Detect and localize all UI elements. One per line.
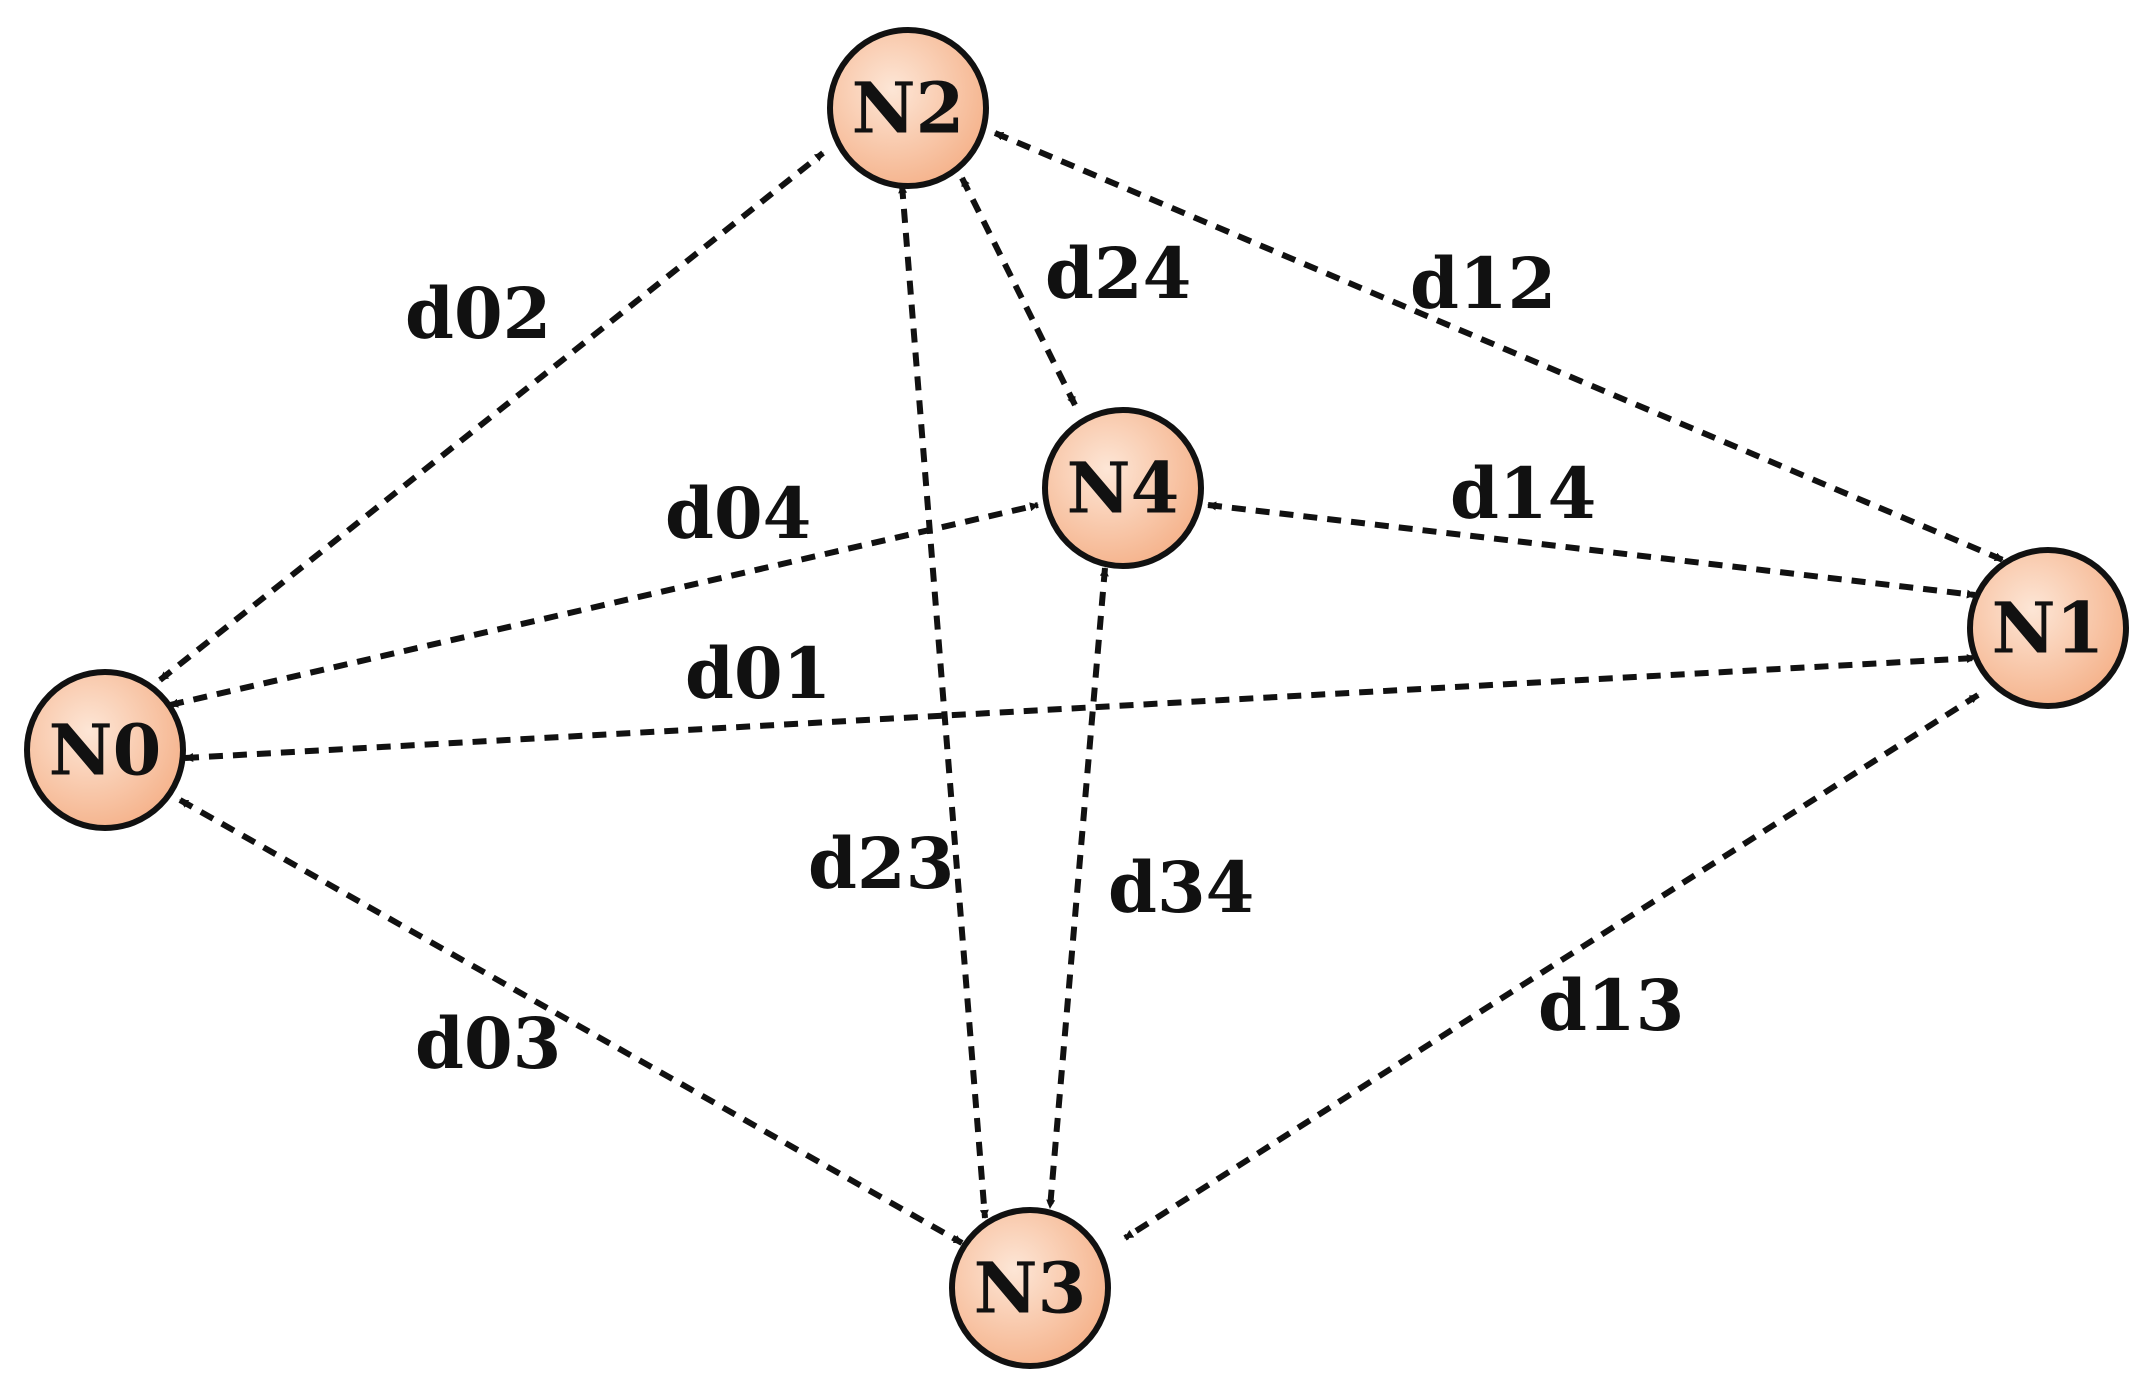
edge-label-d23: d23 xyxy=(808,822,954,905)
edge-d01 xyxy=(184,653,1976,763)
edge-d03 xyxy=(178,797,964,1246)
edge-d02 xyxy=(158,150,825,683)
node-n1-label: N1 xyxy=(1992,587,2105,670)
node-n0: N0 xyxy=(24,669,186,831)
node-n4: N4 xyxy=(1042,407,1204,569)
edge-label-d14: d14 xyxy=(1450,452,1596,535)
edge-label-d24: d24 xyxy=(1045,232,1191,315)
node-n3-label: N3 xyxy=(974,1247,1087,1330)
node-n0-label: N0 xyxy=(49,709,162,792)
node-n3-circle xyxy=(949,1207,1111,1369)
node-n1: N1 xyxy=(1967,547,2129,709)
edge-label-d13: d13 xyxy=(1538,964,1684,1047)
node-n4-label: N4 xyxy=(1067,447,1180,530)
edge-d23 xyxy=(898,184,989,1219)
edge-d14 xyxy=(1207,501,1976,599)
edge-label-d01: d01 xyxy=(685,632,831,715)
node-n1-circle xyxy=(1967,547,2129,709)
edge-d13 xyxy=(1123,692,1980,1241)
edges xyxy=(158,130,2005,1246)
node-n3: N3 xyxy=(949,1207,1111,1369)
edge-label-d02: d02 xyxy=(405,272,551,355)
node-n4-circle xyxy=(1042,407,1204,569)
edge-label-d04: d04 xyxy=(665,472,811,555)
edge-d34 xyxy=(1046,567,1109,1209)
node-n2-label: N2 xyxy=(852,67,965,150)
edge-d12 xyxy=(993,130,2005,563)
edge-label-d34: d34 xyxy=(1108,846,1254,929)
node-n2-circle xyxy=(827,27,989,189)
edge-labels: d02 d24 d12 d04 d14 d01 d23 d34 d03 d13 xyxy=(405,232,1684,1085)
edge-label-d03: d03 xyxy=(415,1002,561,1085)
node-n2: N2 xyxy=(827,27,989,189)
edge-d04 xyxy=(169,502,1039,708)
nodes: N0 N1 N2 N3 N4 xyxy=(24,27,2129,1369)
edge-label-d12: d12 xyxy=(1410,242,1556,325)
node-n0-circle xyxy=(24,669,186,831)
